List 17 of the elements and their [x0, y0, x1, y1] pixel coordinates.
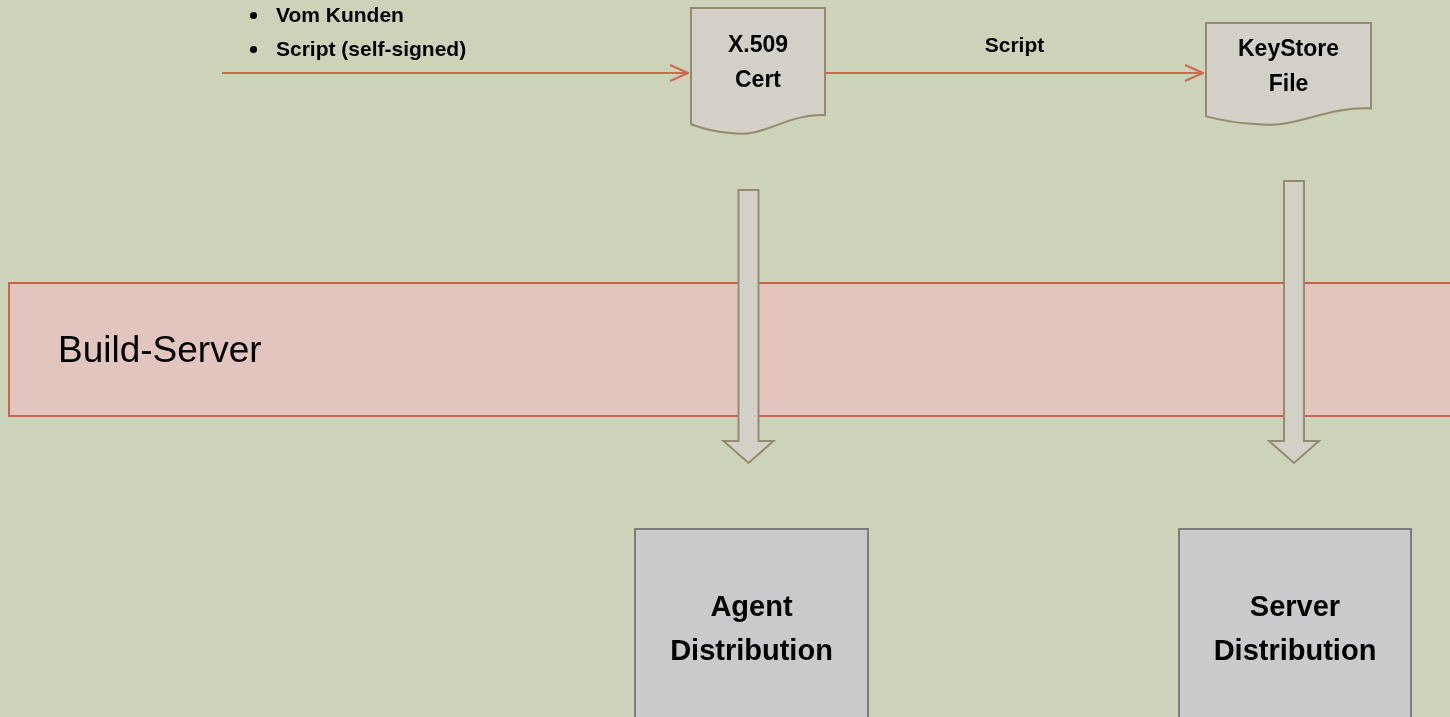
- bullet-text: Vom Kunden: [276, 3, 404, 26]
- node-label: Build-Server: [58, 328, 262, 371]
- swimlane-band: [8, 282, 1450, 417]
- block-arrow: [1266, 180, 1322, 465]
- node-label: Server Distribution: [1212, 589, 1378, 668]
- edge-label: Script: [983, 33, 1046, 57]
- arrow: [825, 64, 1204, 82]
- node-label: KeyStore File: [1237, 34, 1340, 98]
- node-label: Agent Distribution: [669, 589, 834, 668]
- arrow: [221, 64, 689, 82]
- bullet-text: Script (self-signed): [276, 37, 467, 60]
- block-arrow: [720, 189, 777, 465]
- document-shape: [690, 7, 826, 135]
- document-shape: [1205, 22, 1372, 126]
- process-box: [1178, 528, 1412, 717]
- node-label: X.509 Cert: [726, 30, 790, 94]
- process-box: [634, 528, 869, 717]
